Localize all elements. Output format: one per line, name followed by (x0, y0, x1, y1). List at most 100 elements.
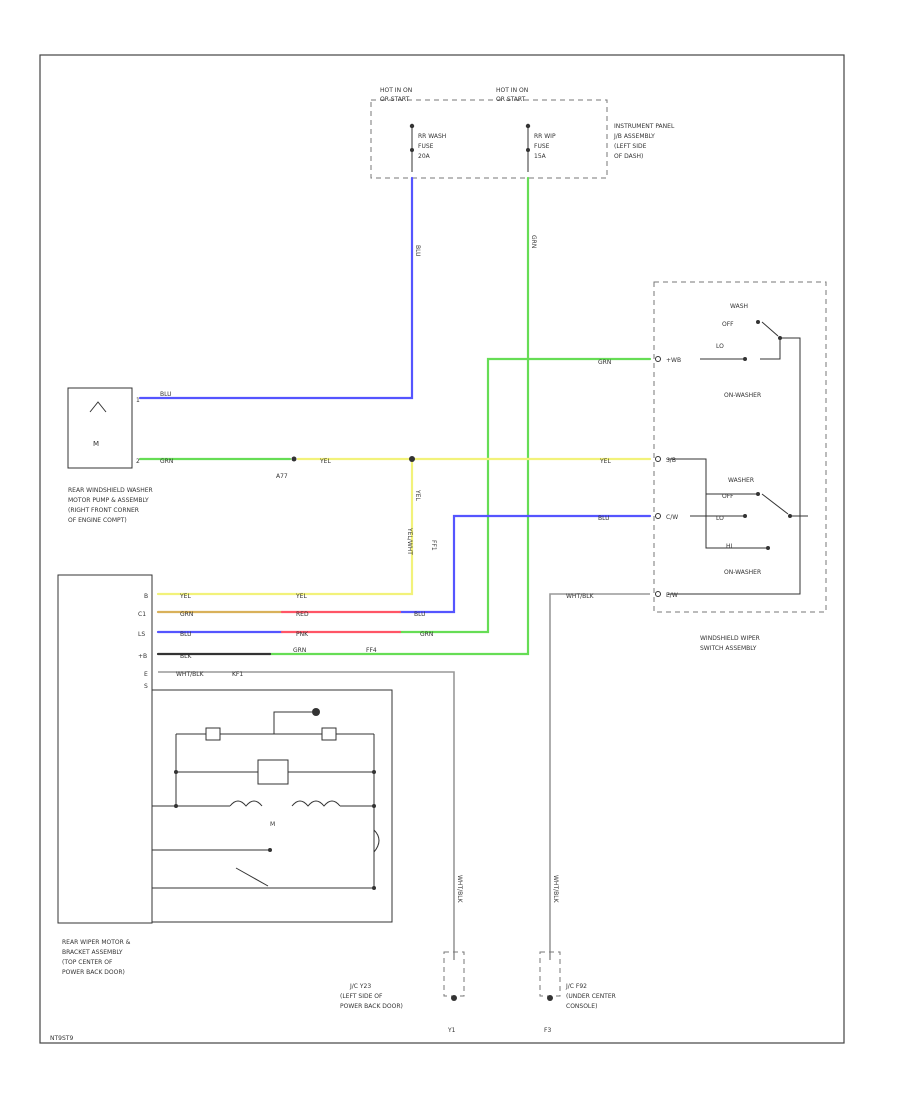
wire-grn-wiper-feed (268, 176, 530, 656)
wire-label-yel-2: YEL (599, 458, 611, 465)
figure-id: NT9ST9 (50, 1035, 73, 1042)
motor-pin-ls: LS (138, 631, 145, 638)
wire-label-yel-wht: YEL/WHT (406, 527, 413, 555)
upper-switch-ground-line (668, 337, 801, 595)
wire-yel-to-motor (156, 457, 414, 596)
inner-junction-1 (174, 770, 178, 774)
switch-pin-label-2: S/B (666, 457, 676, 464)
panel-label-4: OF DASH) (614, 153, 643, 160)
splice-kf1: KF1 (232, 671, 243, 678)
lower-switch-lo: LO (716, 515, 724, 522)
lower-switch-title: WASHER (728, 477, 754, 484)
wire-label-blu-vertical: BLU (414, 245, 421, 257)
inner-relay-a (205, 727, 221, 741)
upper-switch-contact-off (756, 320, 760, 324)
rear-motor-label-3: (TOP CENTER OF (62, 959, 113, 966)
motor-pin-e: E (144, 671, 148, 678)
inner-junction-3 (174, 804, 178, 808)
motor-pin-b: B (144, 593, 148, 600)
right-fuse-mid-terminal (526, 148, 530, 152)
washer-pump-m: M (93, 440, 99, 448)
ground-y1-code: Y1 (447, 1027, 456, 1034)
upper-switch-arm (761, 321, 779, 337)
wire-label-blu-switch: BLU (598, 515, 610, 522)
diagram-frame (39, 54, 845, 1044)
wire-blu-switch-to-motor (398, 514, 652, 614)
ground-f3-code: F3 (544, 1027, 551, 1034)
inner-cam-contact (268, 848, 272, 852)
switch-pin-1 (655, 356, 661, 362)
instrument-panel-jb-box (370, 99, 608, 179)
left-supply-line2: OR START (380, 96, 410, 103)
left-fuse-top-terminal (409, 123, 415, 129)
ground-f3-connector: J/C F92 (565, 983, 587, 990)
lower-switch-label: ON-WASHER (724, 569, 761, 576)
washer-pump-label-2: MOTOR PUMP & ASSEMBLY (68, 497, 149, 504)
inner-cam-arc (373, 829, 380, 853)
motor-pin-c1: C1 (138, 611, 146, 618)
wire-label-wht-blk-f3: WHT/BLK (552, 875, 559, 904)
inner-ground-lead (273, 711, 312, 734)
switch-pin-2 (655, 456, 661, 462)
washer-pump-box (67, 387, 133, 469)
switch-assembly-label-2: SWITCH ASSEMBLY (700, 645, 757, 652)
splice-ff1: FF1 (430, 540, 437, 551)
left-fuse-mid-terminal (410, 148, 414, 152)
inner-motor-m: M (270, 821, 275, 828)
pump-pin-1: 1 (136, 397, 140, 404)
wire-label-yel-motor: YEL (179, 593, 191, 600)
inner-ground-dot (312, 708, 320, 716)
wire-label-red-c1: RED (296, 611, 309, 618)
wire-label-blk: BLK (180, 653, 192, 660)
inner-junction-2 (372, 770, 376, 774)
right-fuse-top-terminal (525, 123, 531, 129)
lower-switch-yel-line (668, 458, 768, 549)
inner-switch-arm (235, 867, 269, 887)
wire-label-blu-pump: BLU (160, 391, 172, 398)
lower-switch-arm (761, 493, 789, 515)
junction-yel (409, 456, 415, 462)
wire-label-grn-ff4: GRN (293, 647, 306, 654)
ground-y1-label-1: (LEFT SIDE OF (340, 993, 383, 1000)
wire-label-blu-motor: BLU (414, 611, 426, 618)
wire-label-blu-ls: BLU (180, 631, 192, 638)
lower-switch-hi: HI (726, 543, 733, 550)
ground-f3-dot (547, 995, 553, 1001)
left-fuse-label-1: RR WASH (418, 133, 446, 140)
motor-pin-s: S (144, 683, 148, 690)
upper-switch-off: OFF (722, 321, 734, 328)
wire-label-pnk-ls: PNK (296, 631, 309, 638)
wire-label-yel-1: YEL (319, 458, 331, 465)
ground-y1-connector: J/C Y23 (349, 983, 371, 990)
ground-y1-label-2: POWER BACK DOOR) (340, 1003, 403, 1010)
wire-label-grn-c1: GRN (180, 611, 193, 618)
rear-motor-label-4: POWER BACK DOOR) (62, 969, 125, 976)
left-supply-line1: HOT IN ON (380, 87, 412, 94)
switch-pin-label-1: +WB (666, 357, 681, 364)
left-fuse-label-3: 20A (418, 153, 431, 160)
panel-label-2: J/B ASSEMBLY (613, 133, 655, 140)
wire-label-grn-vertical: GRN (530, 235, 537, 248)
rear-wiper-motor-box (57, 574, 153, 924)
wire-blu-pump-feed (138, 176, 414, 400)
wire-label-yel-motor-2: YEL (295, 593, 307, 600)
motor-pin-plusb: +B (138, 653, 147, 660)
inner-coil-a (229, 800, 263, 807)
upper-switch-title: WASH (730, 303, 748, 310)
rear-motor-label-2: BRACKET ASSEMBLY (62, 949, 123, 956)
washer-pump-label-3: (RIGHT FRONT CORNER (68, 507, 139, 514)
washer-pump-motor-symbol (89, 401, 107, 413)
wire-wht-blk-motor-ground (158, 671, 455, 960)
switch-pin-3 (655, 513, 661, 519)
left-fuse-label-2: FUSE (418, 143, 434, 150)
wire-label-grn-pump: GRN (160, 458, 173, 465)
panel-label-1: INSTRUMENT PANEL (614, 123, 675, 130)
inner-junction-5 (372, 886, 376, 890)
wire-label-grn-motor: GRN (420, 631, 433, 638)
wire-label-yel-vertical: YEL (414, 489, 421, 501)
washer-pump-label-1: REAR WINDSHIELD WASHER (68, 487, 153, 494)
lower-switch-off: OFF (722, 493, 734, 500)
ground-f3-label-1: (UNDER CENTER (566, 993, 616, 1000)
wire-grn-switch-to-motor (398, 357, 652, 634)
